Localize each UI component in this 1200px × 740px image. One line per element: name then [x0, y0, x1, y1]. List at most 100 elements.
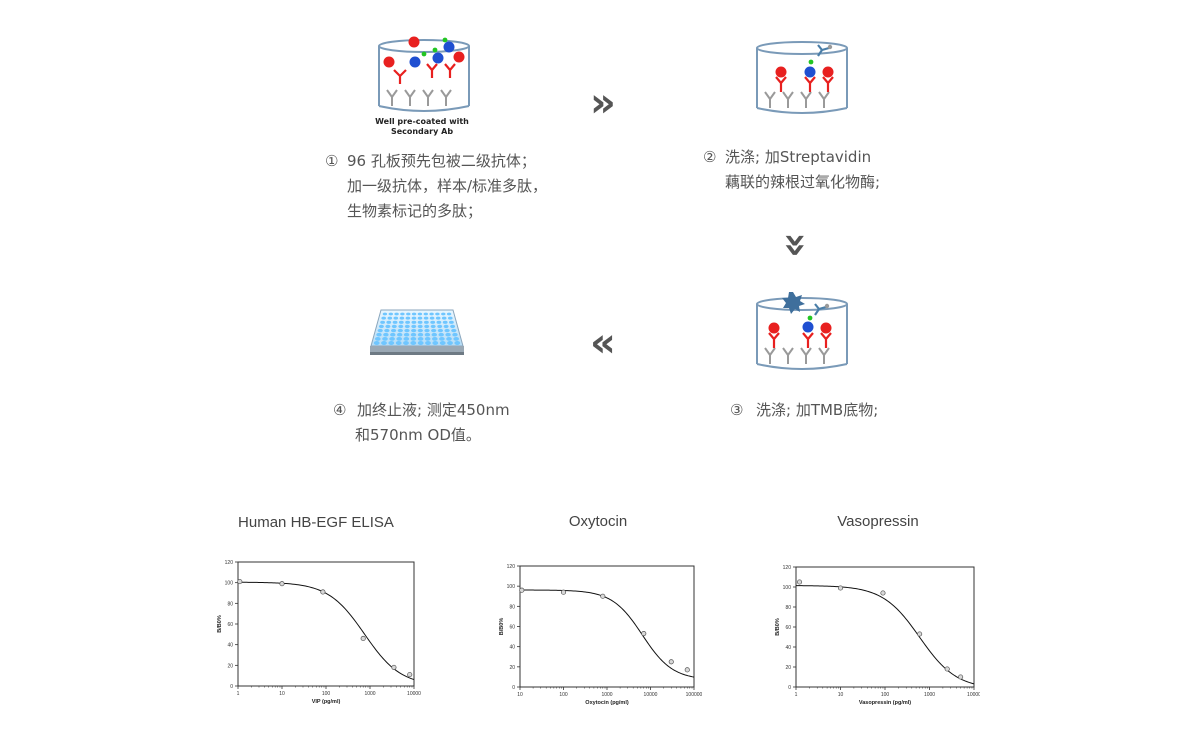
plate-well [392, 320, 398, 324]
x-axis-label: VIP (pg/ml) [312, 699, 341, 705]
plate-well [411, 328, 417, 333]
data-point [560, 589, 567, 595]
plate-well [405, 320, 410, 324]
plate-well [430, 320, 436, 324]
plate-well [382, 337, 388, 341]
plate-well [411, 320, 417, 324]
data-point [958, 674, 964, 680]
plate-well [449, 320, 454, 324]
data-point [279, 581, 285, 587]
y-tick-label: 20 [509, 665, 515, 671]
plate-well [432, 337, 438, 341]
plate-well [431, 332, 437, 337]
plate-well [430, 324, 436, 329]
plate-well [432, 341, 439, 345]
data-point [320, 589, 326, 595]
data-point [519, 587, 525, 593]
y-tick-label: 80 [227, 601, 233, 607]
y-tick-label: 0 [788, 685, 791, 691]
y-axis-label: B/B0% [775, 618, 781, 636]
step-4-line-2: 和570nm OD值。 [355, 426, 481, 444]
plate-well [380, 320, 385, 324]
data-point [944, 666, 950, 672]
plate-well [410, 341, 417, 345]
plate-well [446, 337, 452, 341]
step-1-line-2: 加一级抗体，样本/标准多肽， [347, 177, 548, 195]
x-tick-label: 10 [838, 692, 844, 698]
plate-well [423, 312, 428, 316]
plate-well [446, 312, 452, 316]
x-tick-label: 1 [237, 691, 240, 697]
tmb-substrate-icon [782, 292, 805, 314]
plate-well [377, 328, 383, 333]
data-point [600, 593, 606, 599]
plate-well [403, 337, 410, 341]
step-2-line-2: 藕联的辣根过氧化物酶; [725, 173, 881, 191]
fit-curve [520, 589, 695, 678]
plate-well [454, 341, 461, 345]
y-tick-label: 60 [509, 625, 515, 631]
x-tick-label: 10000 [644, 692, 658, 698]
well-caption-line-1: Well pre-coated with [375, 117, 469, 126]
plate-well [443, 324, 449, 329]
well-diagram-step2 [756, 41, 848, 114]
plate-well [398, 324, 404, 329]
plate-well [399, 316, 405, 320]
plate-well [400, 312, 405, 316]
plate-well [424, 320, 429, 324]
plate-well [382, 312, 388, 316]
y-tick-label: 80 [509, 604, 515, 610]
plate-well [373, 341, 380, 345]
secondary-antibody-icon [386, 89, 452, 106]
plate-well [411, 312, 417, 316]
plate-well [453, 337, 459, 341]
plot-frame [237, 561, 415, 687]
plate-well [424, 332, 431, 337]
step-4-line-1: 加终止液; 测定450nm [357, 401, 510, 419]
x-tick-label: 100000 [686, 692, 702, 698]
plate-well [388, 312, 393, 316]
plate-well [429, 312, 434, 316]
data-point [391, 664, 397, 670]
plate-well [384, 328, 390, 333]
y-axis-label: B/B0% [217, 615, 223, 633]
plate-well [389, 337, 395, 341]
x-tick-label: 1000 [601, 692, 612, 698]
plate-well [417, 312, 423, 316]
arrow-left-icon: « [590, 320, 616, 366]
plate-well [388, 341, 395, 345]
plot-frame [519, 565, 695, 688]
plate-well [397, 328, 403, 333]
well-diagram-step1 [378, 36, 470, 112]
step-2-line-1: 洗涤; 加Streptavidin [725, 148, 872, 166]
plate-well [452, 332, 458, 337]
x-tick-label: 1 [795, 692, 798, 698]
y-tick-label: 0 [230, 684, 233, 690]
x-tick-label: 100 [322, 691, 331, 697]
plate-well [403, 341, 409, 345]
microplate-icon [370, 309, 464, 355]
data-point [237, 579, 243, 585]
plate-well [438, 332, 444, 337]
chart-2-title: Oxytocin [568, 513, 628, 530]
plate-well [441, 316, 447, 320]
data-point [360, 635, 366, 642]
step-1-line-3: 生物素标记的多肽； [347, 202, 483, 220]
plate-well [445, 332, 451, 337]
streptavidin-hrp-icon [817, 44, 830, 57]
plate-well [381, 316, 386, 320]
plate-well [425, 341, 431, 345]
y-tick-label: 0 [512, 685, 515, 691]
plate-well [435, 312, 440, 316]
x-axis-label: Oxytocin (pg/ml) [585, 700, 629, 706]
well-caption: Well pre-coated with Secondary Ab [362, 117, 482, 137]
x-tick-label: 10 [279, 691, 285, 697]
plate-well [437, 324, 443, 329]
plate-well [429, 316, 435, 320]
x-axis-label: Vasopressin (pg/ml) [859, 700, 911, 706]
